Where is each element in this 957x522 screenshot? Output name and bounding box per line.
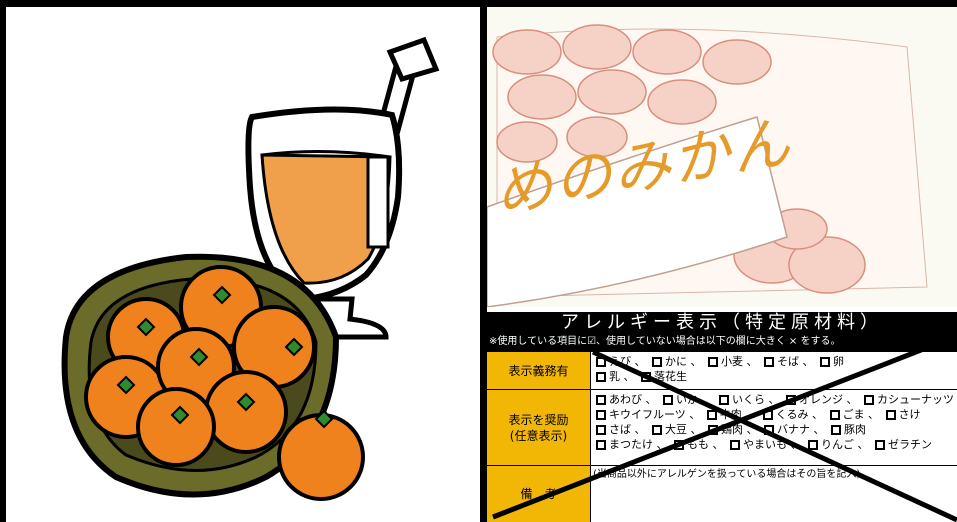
allergy-title: アレルギー表示（特定原材料） bbox=[561, 312, 883, 333]
checkbox-icon[interactable] bbox=[730, 440, 740, 450]
item-label: 乳 、 bbox=[609, 370, 635, 383]
remarks-row: 備 考 (当商品以外にアレルゲンを扱っている場合はその旨を記入) bbox=[487, 466, 957, 522]
allergy-note: ※使用している項目に☑、使用していない場合は以下の欄に大きく × をする。 bbox=[489, 336, 841, 347]
checkbox-icon[interactable] bbox=[596, 372, 606, 382]
recommended-row: 表示を奨励 (任意表示) あわび 、 いか 、 いくら 、 オレンジ 、 カシュ… bbox=[487, 390, 957, 466]
item-label: 大豆 、 bbox=[665, 423, 702, 436]
mandatory-line-2: 乳 、 落花生 bbox=[593, 369, 957, 384]
remarks-label: 備 考 bbox=[487, 466, 591, 522]
checkbox-icon[interactable] bbox=[652, 357, 662, 367]
item-label: オレンジ 、 bbox=[799, 393, 858, 406]
mandatory-line-1: えび 、 かに 、 小麦 、 そば 、 卵 bbox=[593, 354, 957, 369]
item-label: 卵 bbox=[833, 355, 844, 368]
mandarin-box-drawing bbox=[487, 7, 957, 307]
item-label: やまいも 、 bbox=[743, 438, 802, 451]
item-label: えび 、 bbox=[609, 355, 646, 368]
mandarin-leaf-icons bbox=[116, 285, 334, 429]
center-divider bbox=[480, 0, 487, 522]
checkbox-icon[interactable] bbox=[708, 425, 718, 435]
mandarin-box-sketch: めのみかん bbox=[487, 7, 957, 307]
recommended-label-line-2: (任意表示) bbox=[509, 428, 568, 443]
mandarin-icons bbox=[84, 265, 365, 501]
item-label: ごま 、 bbox=[842, 408, 880, 421]
checkbox-icon[interactable] bbox=[663, 395, 673, 405]
item-label: そば 、 bbox=[777, 355, 814, 368]
item-label: さば 、 bbox=[609, 423, 646, 436]
juice-and-mandarins-illustration bbox=[61, 36, 440, 501]
checkbox-icon[interactable] bbox=[596, 395, 606, 405]
juice-glass-icon bbox=[245, 106, 403, 340]
item-label: かに 、 bbox=[665, 355, 702, 368]
item-label: りんご 、 bbox=[821, 438, 869, 451]
item-label: あわび 、 bbox=[609, 393, 657, 406]
allergy-header: アレルギー表示（特定原材料） ※使用している項目に☑、使用していない場合は以下の… bbox=[487, 312, 957, 352]
checkbox-icon[interactable] bbox=[596, 357, 606, 367]
checkbox-icon[interactable] bbox=[808, 440, 818, 450]
allergy-label-form: アレルギー表示（特定原材料） ※使用している項目に☑、使用していない場合は以下の… bbox=[487, 312, 957, 522]
item-label: ゼラチン bbox=[888, 438, 932, 451]
mandatory-items: えび 、 かに 、 小麦 、 そば 、 卵 乳 、 落花生 bbox=[593, 354, 957, 384]
item-label: 豚肉 bbox=[844, 423, 866, 436]
item-label: くるみ 、 bbox=[775, 408, 824, 421]
recommended-label: 表示を奨励 (任意表示) bbox=[487, 390, 591, 465]
mandatory-row: 表示義務有 えび 、 かに 、 小麦 、 そば 、 卵 乳 、 落花生 bbox=[487, 352, 957, 390]
checkbox-icon[interactable] bbox=[764, 357, 774, 367]
mandatory-label: 表示義務有 bbox=[487, 352, 591, 389]
checkbox-icon[interactable] bbox=[885, 410, 896, 420]
checkbox-icon[interactable] bbox=[596, 425, 606, 435]
item-label: バナナ 、 bbox=[777, 423, 825, 436]
item-label: 小麦 、 bbox=[721, 355, 758, 368]
recommended-line-3: さば 、 大豆 、 鶏肉 、 バナナ 、 豚肉 bbox=[593, 422, 957, 437]
checkbox-icon[interactable] bbox=[596, 410, 606, 420]
checkbox-icon[interactable] bbox=[786, 395, 796, 405]
item-label: 落花生 bbox=[654, 370, 687, 383]
checkbox-icon[interactable] bbox=[762, 410, 773, 420]
item-label: 牛肉 、 bbox=[719, 408, 757, 421]
recommended-line-1: あわび 、 いか 、 いくら 、 オレンジ 、 カシューナッツ bbox=[593, 392, 957, 407]
recommended-label-line-1: 表示を奨励 bbox=[508, 412, 569, 427]
item-label: キウイフルーツ 、 bbox=[609, 408, 701, 421]
item-label: いくら 、 bbox=[732, 393, 780, 406]
item-label: 鶏肉 、 bbox=[721, 423, 758, 436]
recommended-line-4: まつたけ 、 もも 、 やまいも 、 りんご 、 ゼラチン bbox=[593, 437, 957, 452]
item-label: いか 、 bbox=[676, 393, 713, 406]
checkbox-icon[interactable] bbox=[764, 425, 774, 435]
checkbox-icon[interactable] bbox=[708, 357, 718, 367]
checkbox-icon[interactable] bbox=[864, 395, 874, 405]
checkbox-icon[interactable] bbox=[706, 410, 717, 420]
checkbox-icon[interactable] bbox=[829, 410, 840, 420]
checkbox-icon[interactable] bbox=[875, 440, 885, 450]
checkbox-icon[interactable] bbox=[652, 425, 662, 435]
checkbox-icon[interactable] bbox=[674, 440, 684, 450]
item-label: まつたけ 、 bbox=[609, 438, 668, 451]
checkbox-icon[interactable] bbox=[820, 357, 830, 367]
item-label: さけ bbox=[898, 408, 921, 421]
checkbox-icon[interactable] bbox=[641, 372, 651, 382]
item-label: カシューナッツ bbox=[877, 393, 954, 406]
item-label: もも 、 bbox=[687, 438, 724, 451]
checkbox-icon[interactable] bbox=[831, 425, 841, 435]
checkbox-icon[interactable] bbox=[719, 395, 729, 405]
checkbox-icon[interactable] bbox=[596, 440, 606, 450]
recommended-items: あわび 、 いか 、 いくら 、 オレンジ 、 カシューナッツ キウイフルーツ … bbox=[593, 392, 957, 452]
recommended-line-2: キウイフルーツ 、 牛肉 、 くるみ 、 ごま 、 さけ bbox=[593, 407, 957, 422]
remarks-text: (当商品以外にアレルゲンを扱っている場合はその旨を記入) bbox=[593, 469, 861, 480]
